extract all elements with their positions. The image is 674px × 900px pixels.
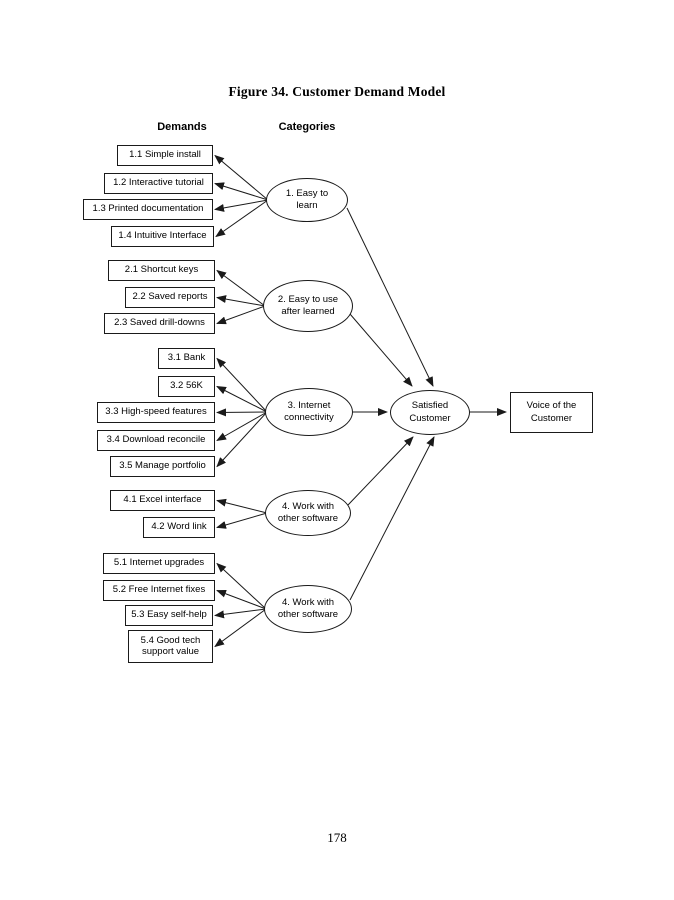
- connector-arrow: [214, 154, 269, 201]
- demand-box: 3.4 Download reconcile: [97, 430, 215, 451]
- demand-label: 1.4 Intuitive Interface: [118, 230, 207, 242]
- demand-label: 2.3 Saved drill-downs: [114, 317, 205, 329]
- demand-label: 3.5 Manage portfolio: [119, 460, 206, 472]
- connector-arrow: [346, 207, 434, 387]
- demand-box: 1.3 Printed documentation: [83, 199, 213, 220]
- connector-arrow: [347, 436, 414, 506]
- demand-label: 2.2 Saved reports: [132, 291, 208, 303]
- demand-label: 5.3 Easy self-help: [131, 609, 207, 621]
- figure-title: Figure 34. Customer Demand Model: [228, 84, 446, 99]
- demand-label: 1.2 Interactive tutorial: [113, 177, 204, 189]
- category-node: 3. Internet connectivity: [265, 388, 353, 436]
- demand-label: 3.1 Bank: [167, 352, 206, 364]
- connector-arrow: [216, 589, 267, 610]
- demand-box: 3.3 High-speed features: [97, 402, 215, 423]
- connector-arrow: [216, 512, 268, 529]
- demand-box: 5.3 Easy self-help: [125, 605, 213, 626]
- connector-arrow: [349, 436, 435, 601]
- connector-arrow: [216, 562, 267, 610]
- demand-box: 5.4 Good tech support value: [128, 630, 213, 663]
- voice-of-customer-node: Voice of the Customer: [510, 392, 593, 433]
- connector-arrow: [216, 269, 266, 307]
- demand-box: 3.5 Manage portfolio: [110, 456, 215, 477]
- connector-arrow: [216, 411, 268, 468]
- satisfied-customer-node: Satisfied Customer: [390, 390, 470, 435]
- category-node: 1. Easy to learn: [266, 178, 348, 222]
- demand-box: 1.2 Interactive tutorial: [104, 173, 213, 194]
- demand-label: 4.1 Excel interface: [123, 494, 202, 506]
- connector-arrow: [216, 386, 268, 413]
- demand-label: 4.2 Word link: [151, 521, 207, 533]
- category-label: 2. Easy to use after learned: [277, 293, 339, 317]
- demand-label: 5.2 Free Internet fixes: [112, 584, 206, 596]
- connector-arrow: [349, 313, 413, 387]
- demand-box: 1.4 Intuitive Interface: [111, 226, 214, 247]
- demand-box: 4.2 Word link: [143, 517, 215, 538]
- demand-box: 2.2 Saved reports: [125, 287, 215, 308]
- connector-arrow: [215, 199, 269, 238]
- column-header-demands: Demands: [157, 121, 207, 133]
- connector-arrow: [214, 182, 269, 201]
- category-node: 4. Work with other software: [265, 490, 351, 536]
- connector-arrow: [216, 408, 268, 417]
- demand-box: 3.2 56K: [158, 376, 215, 397]
- category-label: 4. Work with other software: [277, 500, 339, 524]
- category-node: 4. Work with other software: [264, 585, 352, 633]
- demand-box: 1.1 Simple install: [117, 145, 213, 166]
- column-header-categories: Categories: [278, 121, 336, 133]
- demand-label: 5.4 Good tech support value: [140, 634, 201, 657]
- demand-label: 5.1 Internet upgrades: [113, 557, 205, 569]
- category-label: 1. Easy to learn: [285, 187, 329, 211]
- demand-box: 4.1 Excel interface: [110, 490, 215, 511]
- connector-arrow: [216, 498, 268, 514]
- demand-label: 3.2 56K: [170, 380, 203, 392]
- demand-box: 2.1 Shortcut keys: [108, 260, 215, 281]
- connector-arrow: [216, 411, 268, 441]
- category-node: 2. Easy to use after learned: [263, 280, 353, 332]
- connector-arrow: [214, 608, 267, 619]
- connector-arrow: [216, 305, 266, 325]
- connector-arrow: [214, 608, 267, 648]
- demand-label: 2.1 Shortcut keys: [124, 264, 199, 276]
- voice-of-customer-label: Voice of the Customer: [526, 400, 577, 424]
- demand-box: 5.2 Free Internet fixes: [103, 580, 215, 601]
- connector-arrow: [216, 295, 266, 307]
- demand-label: 1.3 Printed documentation: [92, 203, 204, 215]
- demand-label: 1.1 Simple install: [129, 149, 201, 161]
- demand-label: 3.3 High-speed features: [105, 406, 207, 418]
- category-label: 4. Work with other software: [277, 596, 339, 620]
- page-number: 178: [327, 830, 347, 845]
- connector-arrow: [214, 199, 269, 212]
- category-label: 3. Internet connectivity: [284, 399, 334, 423]
- demand-box: 5.1 Internet upgrades: [103, 553, 215, 574]
- demand-label: 3.4 Download reconcile: [106, 434, 206, 446]
- demand-box: 2.3 Saved drill-downs: [104, 313, 215, 334]
- satisfied-customer-label: Satisfied Customer: [409, 400, 451, 424]
- connector-arrow: [216, 357, 268, 413]
- demand-box: 3.1 Bank: [158, 348, 215, 369]
